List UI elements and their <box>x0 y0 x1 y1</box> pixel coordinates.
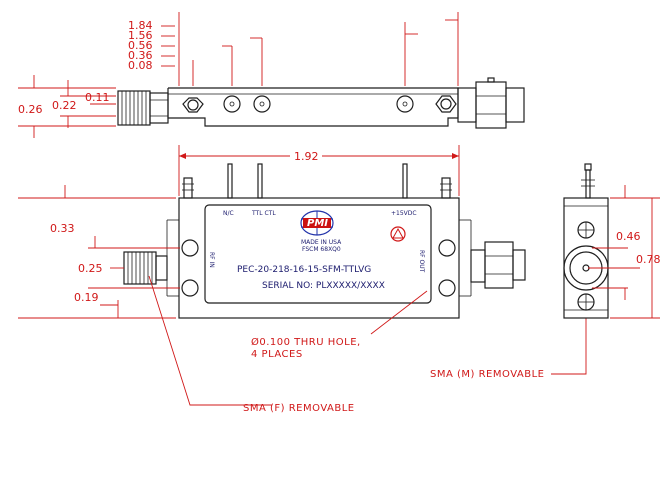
label-nc: N/C <box>223 210 234 217</box>
front-view <box>18 145 526 319</box>
pmi-logo-text: PMI <box>307 218 328 229</box>
dim-0-25: 0.25 <box>78 262 103 275</box>
dim-0-56: 0.56 <box>128 39 153 52</box>
esd-symbol-icon <box>390 226 406 242</box>
part-number: PEC-20-218-16-15-SFM-TTLVG <box>237 265 371 275</box>
dim-0-11: 0.11 <box>85 91 110 104</box>
leader-lines <box>148 275 587 406</box>
label-ttl-ctl: TTL CTL <box>251 210 276 217</box>
note-hole-line1: Ø0.100 THRU HOLE, <box>251 336 361 348</box>
dim-1-92: 1.92 <box>294 150 319 163</box>
note-sma-m: SMA (M) REMOVABLE <box>430 369 545 380</box>
dim-0-78: 0.78 <box>636 253 661 266</box>
dim-1-84: 1.84 <box>128 19 153 32</box>
dim-0-46: 0.46 <box>616 230 641 243</box>
dim-0-36: 0.36 <box>128 49 153 62</box>
dim-0-08: 0.08 <box>128 59 153 72</box>
dim-0-26: 0.26 <box>18 103 43 116</box>
sma-male-connector-side <box>457 77 525 129</box>
dim-1-56: 1.56 <box>128 29 153 42</box>
dim-0-33: 0.33 <box>50 222 75 235</box>
label-rf-out: RF OUT <box>418 250 425 273</box>
pmi-logo <box>300 210 334 236</box>
dim-0-19: 0.19 <box>74 291 99 304</box>
note-hole-line2: 4 PLACES <box>251 349 303 360</box>
end-view <box>563 163 660 319</box>
label-15vdc: +15VDC <box>391 210 417 217</box>
note-sma-f: SMA (F) REMOVABLE <box>243 403 355 414</box>
sma-female-connector-side <box>117 90 169 126</box>
label-fscm: FSCM 68XQ0 <box>302 246 341 253</box>
serial-number: SERIAL NO: PLXXXXX/XXXX <box>262 281 385 291</box>
label-made-in-usa: MADE IN USA <box>301 239 342 246</box>
label-rf-in: RF IN <box>208 252 215 268</box>
side-view <box>18 12 525 138</box>
dim-0-22: 0.22 <box>52 99 77 112</box>
